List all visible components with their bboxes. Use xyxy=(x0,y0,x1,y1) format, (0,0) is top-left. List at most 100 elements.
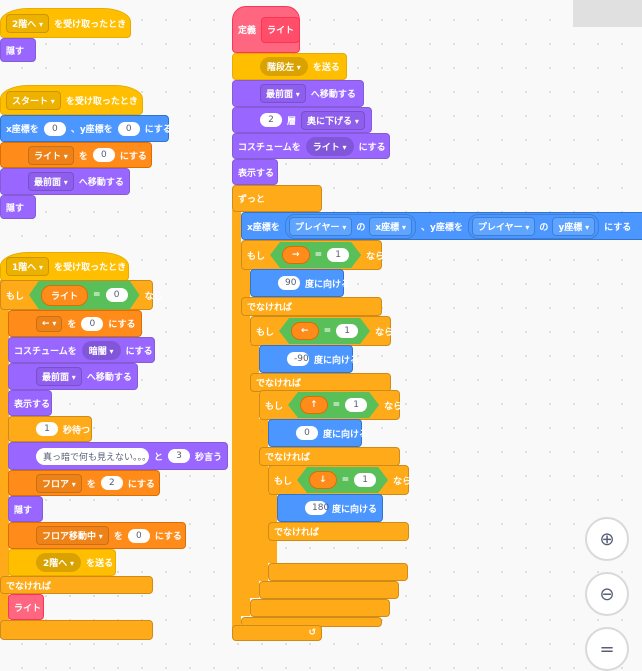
hide-block[interactable]: 隠す xyxy=(0,38,36,62)
value-input[interactable]: 0 xyxy=(127,528,150,543)
value-input[interactable]: 0 xyxy=(92,148,115,162)
message-dropdown[interactable]: 1階へ xyxy=(6,257,50,276)
sprite-dropdown[interactable]: プレイヤー xyxy=(288,216,353,236)
layer-dropdown[interactable]: 最前面 xyxy=(28,172,74,191)
sensing-of-reporter[interactable]: プレイヤーのx座標 xyxy=(284,213,416,239)
switch-costume-block[interactable]: コスチュームを暗闇にする xyxy=(8,337,155,363)
zoom-out-button[interactable]: ⊖ xyxy=(585,572,629,616)
set-variable-block[interactable]: ライトを0にする xyxy=(0,142,152,168)
direction-dropdown[interactable]: 奥に下げる xyxy=(301,110,365,130)
forever-block[interactable]: ずっと xyxy=(232,185,322,212)
equals-operator[interactable]: → = 1 xyxy=(270,242,361,268)
message-dropdown[interactable]: 階段左 xyxy=(260,57,308,76)
broadcast-block[interactable]: 階段左を送る xyxy=(232,53,347,80)
key-pressed-variable[interactable]: ← xyxy=(291,322,319,340)
costume-dropdown[interactable]: 暗闇 xyxy=(81,340,121,360)
message-dropdown[interactable]: スタート xyxy=(6,90,61,110)
property-dropdown[interactable]: x座標 xyxy=(369,216,412,236)
seconds-input[interactable]: 1 xyxy=(36,422,58,436)
layer-dropdown[interactable]: 最前面 xyxy=(260,84,306,103)
label: x座標を xyxy=(247,222,280,233)
layers-input[interactable]: 2 xyxy=(260,113,282,127)
equals-operator[interactable]: ←=1 xyxy=(279,318,370,344)
zoom-in-button[interactable]: ⊕ xyxy=(585,517,629,561)
variable-dropdown[interactable]: ライト xyxy=(28,145,74,165)
value-input[interactable]: 1 xyxy=(345,398,367,412)
broadcast-block[interactable]: 2階へを送る xyxy=(8,549,116,576)
variable-dropdown[interactable]: フロア移動中 xyxy=(36,526,109,545)
costume-dropdown[interactable]: ライト xyxy=(305,136,354,156)
define-block[interactable]: 定義ライト xyxy=(232,6,301,53)
message-input[interactable]: 真っ暗で何も見えない。。。 xyxy=(36,447,151,465)
if-else-end xyxy=(0,620,153,640)
value-input[interactable]: 2 xyxy=(100,476,123,490)
x-input[interactable]: 0 xyxy=(43,121,66,136)
layer-dropdown[interactable]: 最前面 xyxy=(36,367,82,386)
call-light-block[interactable]: ライト xyxy=(8,594,44,620)
key-pressed-variable[interactable]: ↑ xyxy=(300,396,328,414)
variable-reporter[interactable]: ライト xyxy=(41,285,88,306)
label: でなければ xyxy=(6,581,52,592)
value-input[interactable]: 1 xyxy=(327,248,349,262)
value-input[interactable]: 1 xyxy=(336,324,358,338)
message-dropdown[interactable]: 2階へ xyxy=(6,13,50,33)
label: 、y座標を xyxy=(421,222,463,233)
key-pressed-variable[interactable]: ↓ xyxy=(309,471,337,489)
direction-input[interactable]: -90 xyxy=(287,352,309,366)
direction-input[interactable]: 180 xyxy=(305,501,329,515)
hide-block[interactable]: 隠す xyxy=(8,496,43,522)
variable-dropdown[interactable]: フロア xyxy=(36,473,82,493)
label: へ移動する xyxy=(78,178,124,188)
reset-zoom-button[interactable]: = xyxy=(585,627,629,671)
when-receive-hat[interactable]: 1階へを受け取ったとき xyxy=(0,252,129,281)
equals-operator[interactable]: ↓=1 xyxy=(297,467,388,493)
value-input[interactable]: 0 xyxy=(81,316,104,331)
seconds-input[interactable]: 3 xyxy=(167,449,190,463)
go-to-layer-block[interactable]: 最前面へ移動する xyxy=(0,168,130,195)
go-to-layer-block[interactable]: 最前面へ移動する xyxy=(8,363,138,390)
label: 表示する xyxy=(238,168,275,179)
switch-costume-block[interactable]: コスチュームをライトにする xyxy=(232,133,390,159)
goto-xy-block[interactable]: x座標をプレイヤーのx座標、y座標をプレイヤーのy座標にする xyxy=(241,212,642,240)
label: = xyxy=(314,250,323,260)
set-variable-block[interactable]: フロアを2にする xyxy=(8,470,160,496)
value-input[interactable]: 1 xyxy=(354,473,376,487)
hide-block[interactable]: 隠す xyxy=(0,195,36,219)
show-block[interactable]: 表示する xyxy=(8,390,52,416)
zoom-in-icon: ⊕ xyxy=(599,528,615,550)
set-variable-block[interactable]: フロア移動中を0にする xyxy=(8,522,186,549)
sensing-of-reporter[interactable]: プレイヤーのy座標 xyxy=(467,213,600,239)
when-receive-hat[interactable]: スタートを受け取ったとき xyxy=(0,85,143,115)
go-to-layer-block[interactable]: 最前面へ移動する xyxy=(232,80,364,107)
message-dropdown[interactable]: 2階へ xyxy=(36,553,82,572)
direction-input[interactable]: 0 xyxy=(296,426,318,440)
value-input[interactable]: 0 xyxy=(106,288,128,302)
equals-operator[interactable]: ↑=1 xyxy=(288,392,379,418)
sprite-dropdown[interactable]: プレイヤー xyxy=(471,216,536,236)
label: 隠す xyxy=(6,203,25,214)
when-receive-hat[interactable]: 2階へを受け取ったとき xyxy=(0,8,131,38)
y-input[interactable]: 0 xyxy=(117,121,140,136)
direction-input[interactable]: 90 xyxy=(278,276,300,290)
equals-operator[interactable]: ライト=0 xyxy=(29,281,140,310)
variable-dropdown[interactable]: ← xyxy=(36,315,63,332)
show-block[interactable]: 表示する xyxy=(232,159,278,185)
label: へ移動する xyxy=(86,373,132,383)
key-pressed-variable[interactable]: → xyxy=(282,246,310,264)
property-dropdown[interactable]: y座標 xyxy=(552,216,596,236)
if-else-end xyxy=(250,599,390,617)
